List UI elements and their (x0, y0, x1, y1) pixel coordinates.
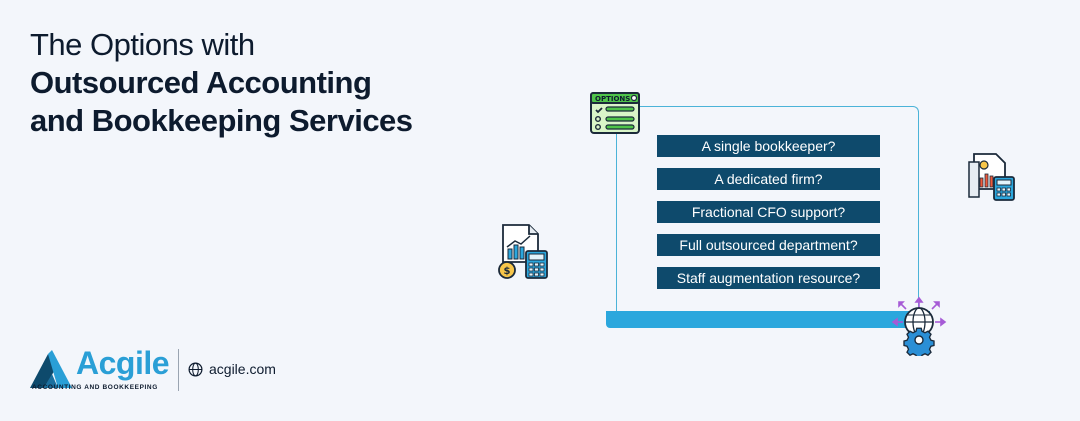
acgile-logo[interactable]: Acgile ACCOUNTING AND BOOKKEEPING (30, 344, 180, 394)
title-line-1: The Options with (30, 27, 255, 62)
title-line-2: Outsourced Accounting (30, 65, 372, 100)
brand-name: Acgile (76, 345, 170, 381)
checklist-icon: OPTIONS (590, 92, 640, 134)
financial-report-icon (968, 153, 1015, 201)
option-item: Full outsourced department? (657, 234, 880, 256)
network-gear-icon (891, 296, 947, 356)
options-badge-label: OPTIONS (595, 95, 630, 103)
logo-divider (178, 349, 179, 391)
option-item: Fractional CFO support? (657, 201, 880, 223)
option-item: A single bookkeeper? (657, 135, 880, 157)
page-title: The Options with Outsourced Accounting a… (30, 26, 413, 140)
option-item: A dedicated firm? (657, 168, 880, 190)
globe-icon (188, 362, 203, 376)
brand-tagline: ACCOUNTING AND BOOKKEEPING (32, 384, 158, 391)
acgile-logo-mark-icon (30, 350, 72, 388)
option-item: Staff augmentation resource? (657, 267, 880, 289)
board-base (606, 311, 930, 328)
svg-text:$: $ (504, 266, 511, 277)
website-link[interactable]: acgile.com (188, 361, 276, 377)
website-label: acgile.com (209, 361, 276, 377)
financial-report-icon: $ (498, 224, 548, 279)
title-line-3: and Bookkeeping Services (30, 103, 413, 138)
